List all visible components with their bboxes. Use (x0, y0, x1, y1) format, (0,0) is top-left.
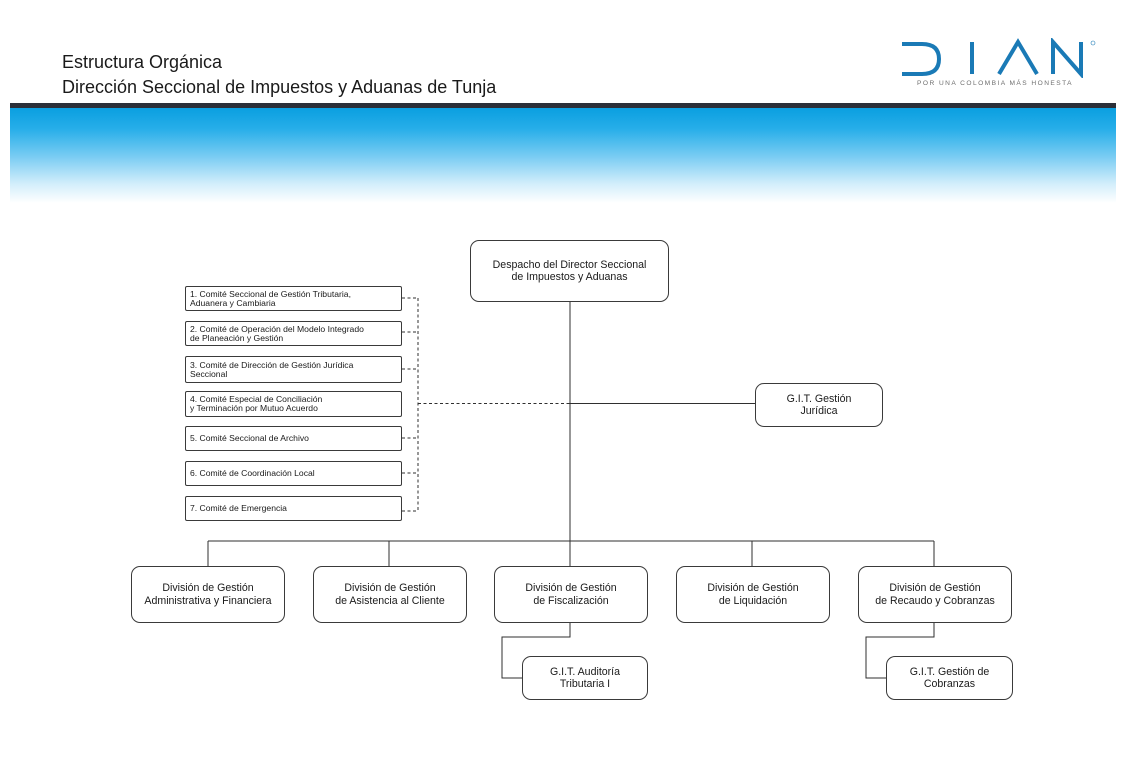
committee-label: 1. Comité Seccional de Gestión Tributari… (190, 288, 351, 308)
logo-letter-a (997, 38, 1039, 76)
division-label: División de Gestión de Liquidación (707, 582, 799, 607)
division-label: División de Gestión Administrativa y Fin… (144, 582, 272, 607)
committee-box-2: 2. Comité de Operación del Modelo Integr… (185, 321, 402, 346)
committee-box-1: 1. Comité Seccional de Gestión Tributari… (185, 286, 402, 311)
git-gestion-cobranzas-box: G.I.T. Gestión de Cobranzas (886, 656, 1013, 700)
division-box-fiscalizacion: División de Gestión de Fiscalización (494, 566, 648, 623)
committee-box-5: 5. Comité Seccional de Archivo (185, 426, 402, 451)
logo-tagline: POR UNA COLOMBIA MÁS HONESTA (917, 80, 1073, 87)
committee-label: 2. Comité de Operación del Modelo Integr… (190, 323, 364, 343)
committee-label: 5. Comité Seccional de Archivo (190, 433, 309, 443)
committee-label: 4. Comité Especial de Conciliación y Ter… (190, 394, 323, 413)
director-office-label: Despacho del Director Seccional de Impue… (492, 258, 647, 284)
page-title: Estructura Orgánica (62, 52, 223, 72)
dian-logo (902, 38, 1096, 78)
division-label: División de Gestión de Fiscalización (525, 582, 617, 607)
division-box-recaudo: División de Gestión de Recaudo y Cobranz… (858, 566, 1012, 623)
committee-box-7: 7. Comité de Emergencia (185, 496, 402, 521)
division-box-liquidacion: División de Gestión de Liquidación (676, 566, 830, 623)
page-subtitle: Dirección Seccional de Impuestos y Aduan… (62, 77, 497, 97)
committee-label: 7. Comité de Emergencia (190, 503, 287, 513)
git-gestion-juridica-box: G.I.T. Gestión Jurídica (755, 383, 883, 427)
director-office-box: Despacho del Director Seccional de Impue… (470, 240, 669, 302)
git-gestion-cobranzas-label: G.I.T. Gestión de Cobranzas (909, 665, 990, 691)
git-auditoria-tributaria-box: G.I.T. Auditoría Tributaria I (522, 656, 648, 700)
committee-box-3: 3. Comité de Dirección de Gestión Jurídi… (185, 356, 402, 383)
committee-label: 6. Comité de Coordinación Local (190, 468, 315, 478)
header-divider (10, 103, 1116, 108)
division-label: División de Gestión de Recaudo y Cobranz… (875, 582, 995, 607)
committee-box-4: 4. Comité Especial de Conciliación y Ter… (185, 391, 402, 417)
committee-label: 3. Comité de Dirección de Gestión Jurídi… (190, 359, 354, 379)
division-box-administrativa: División de Gestión Administrativa y Fin… (131, 566, 285, 623)
logo-letter-d (902, 42, 942, 76)
git-auditoria-tributaria-label: G.I.T. Auditoría Tributaria I (549, 665, 621, 691)
logo-letter-n (1051, 38, 1083, 78)
division-label: División de Gestión de Asistencia al Cli… (335, 582, 445, 607)
registered-mark-icon (1090, 40, 1096, 46)
git-gestion-juridica-label: G.I.T. Gestión Jurídica (786, 392, 852, 418)
header-gradient-band (10, 108, 1116, 203)
division-box-asistencia: División de Gestión de Asistencia al Cli… (313, 566, 467, 623)
committee-box-6: 6. Comité de Coordinación Local (185, 461, 402, 486)
